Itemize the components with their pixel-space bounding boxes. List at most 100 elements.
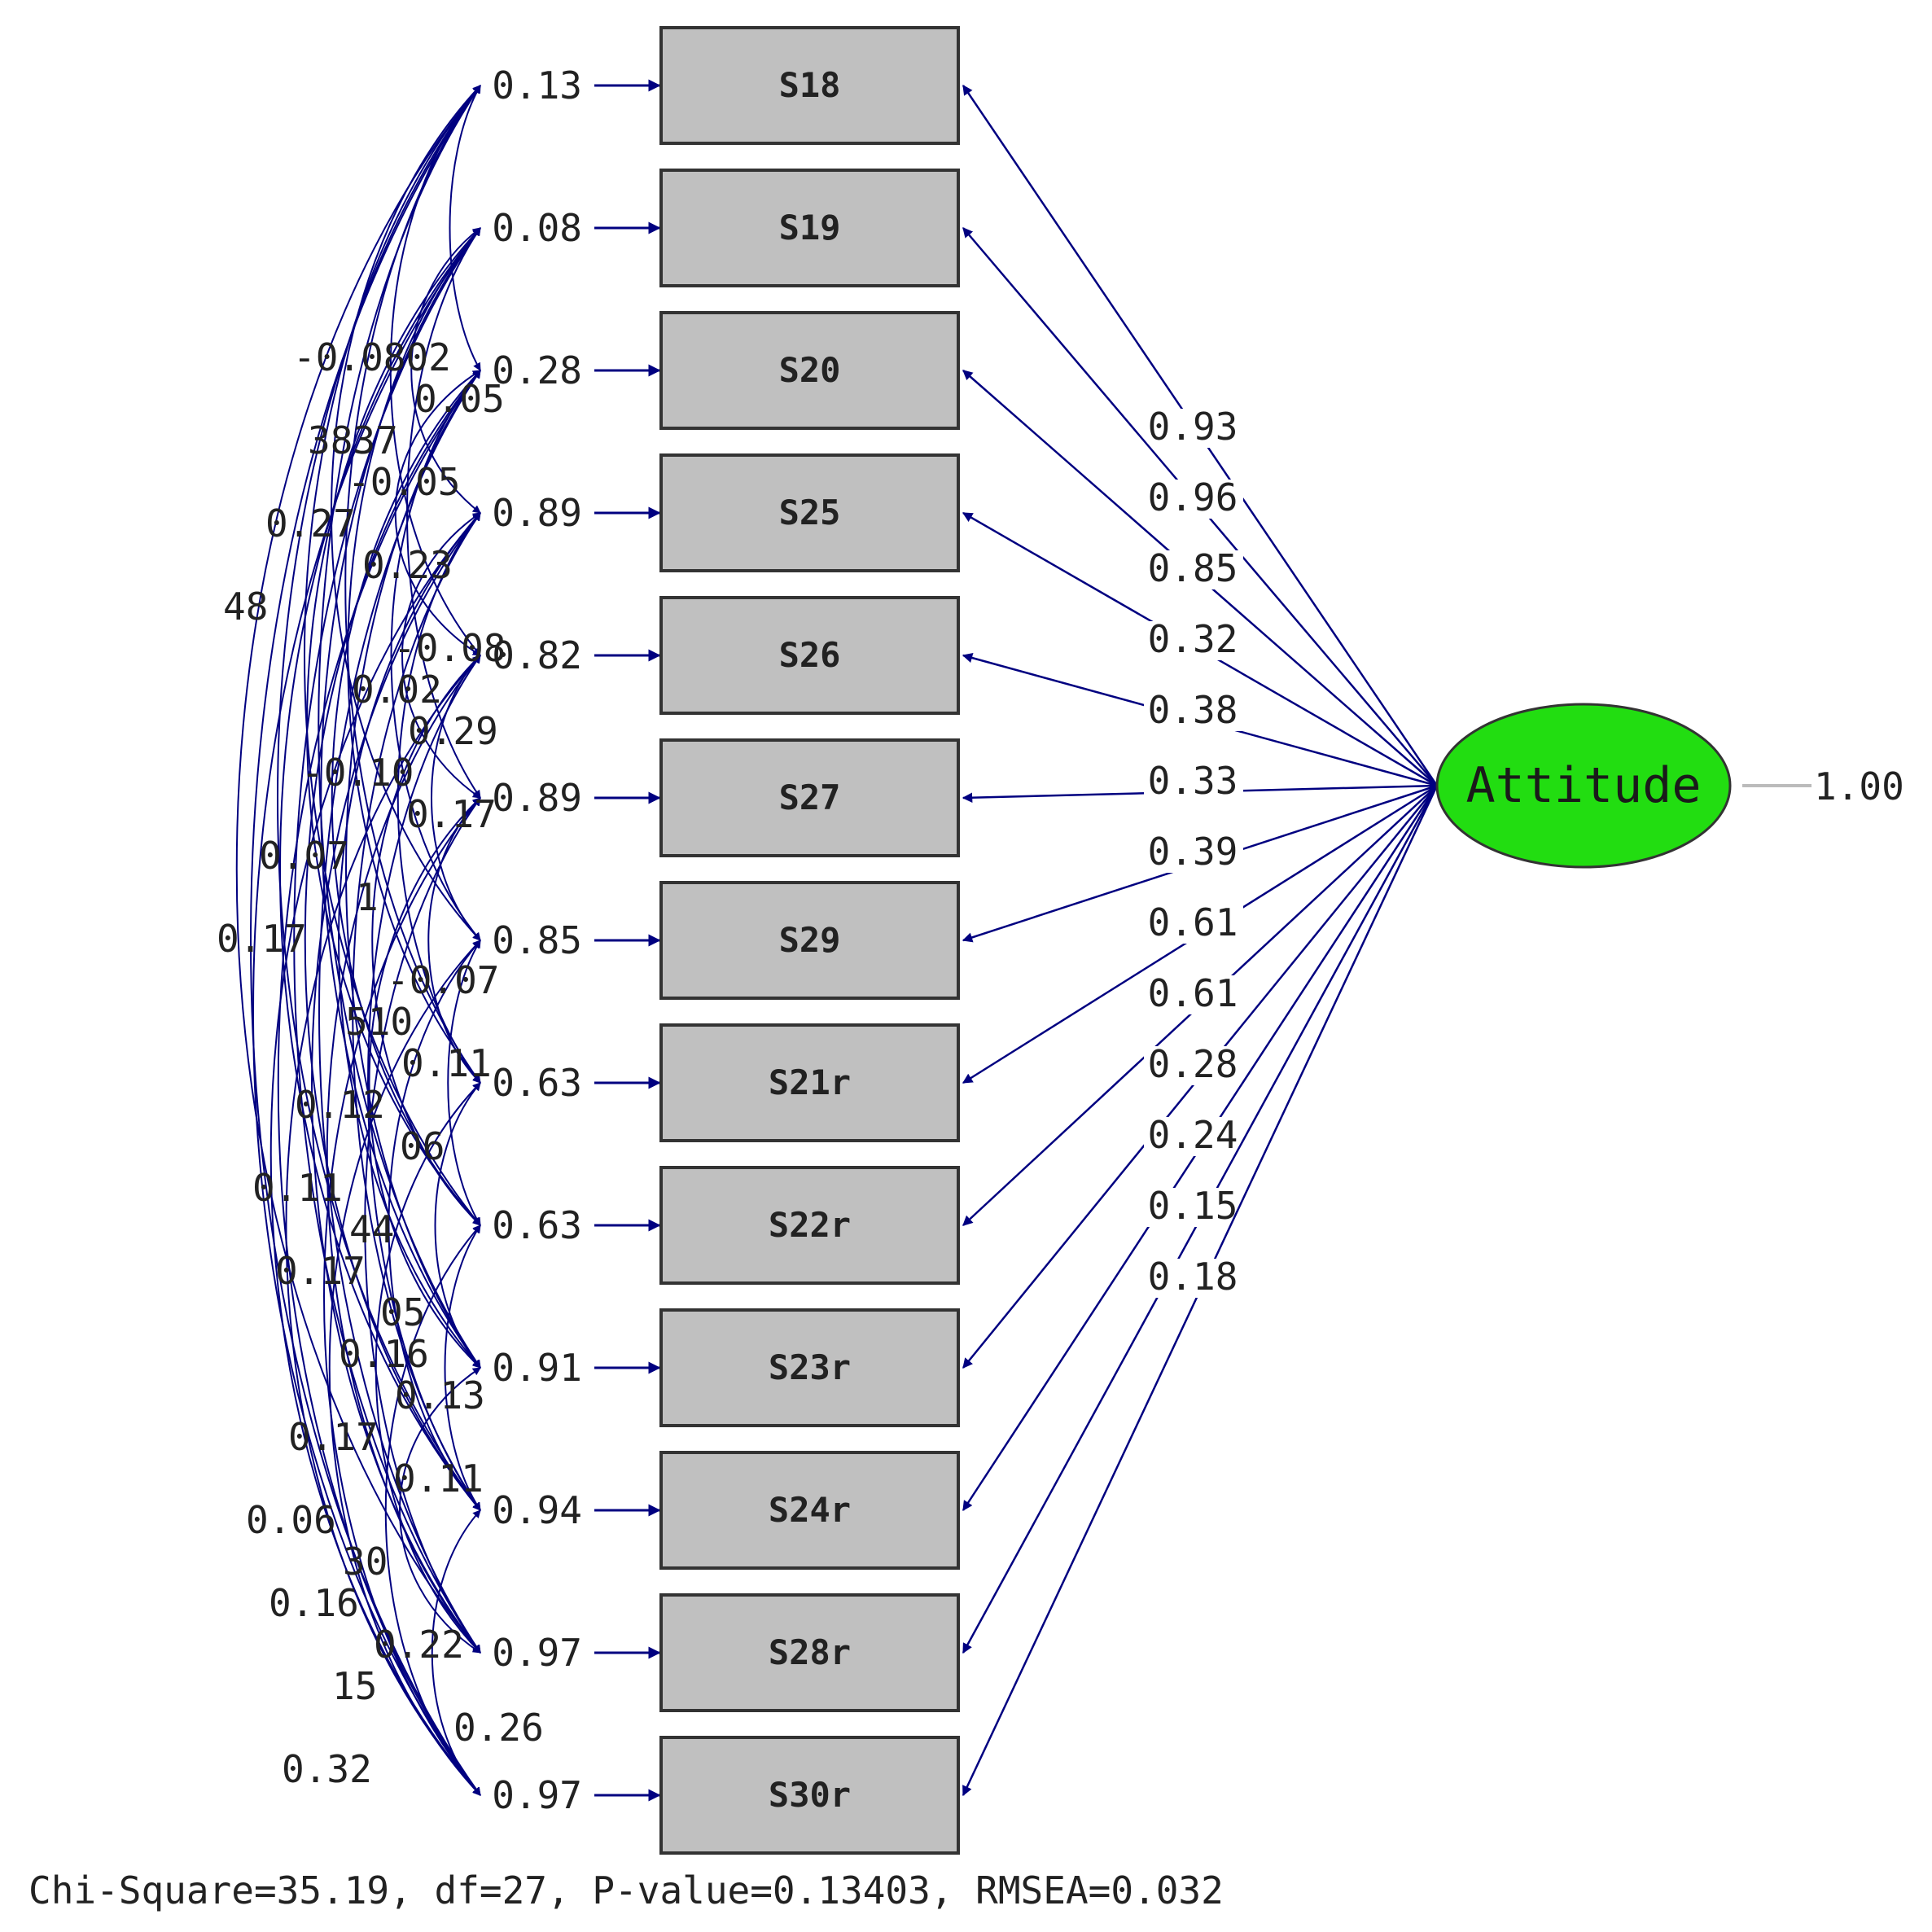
error-variance-value: 0.97 [492, 1773, 582, 1817]
loading-value: 0.33 [1148, 759, 1238, 803]
covariance-curve [364, 797, 481, 1654]
covariance-value: 0.12 [295, 1083, 385, 1127]
error-variance-value: 0.94 [492, 1488, 582, 1532]
covariance-curve [449, 85, 481, 371]
loading-value: 0.38 [1148, 688, 1238, 732]
observed-variable-box[interactable] [659, 169, 960, 287]
covariance-value: 0.22 [374, 1623, 464, 1667]
covariance-curve [375, 1082, 481, 1654]
covariance-value: 0.16 [339, 1332, 429, 1376]
covariance-curve [431, 655, 481, 941]
covariance-value: 0.32 [282, 1747, 372, 1791]
covariance-value: 0.11 [401, 1041, 492, 1085]
covariance-value: -0.10 [301, 751, 414, 795]
covariance-curve [399, 1367, 481, 1654]
fit-statistics: Chi-Square=35.19, df=27, P-value=0.13403… [28, 1868, 1224, 1912]
observed-variable-label: S22r [769, 1205, 851, 1245]
error-variance-value: 0.89 [492, 491, 582, 535]
covariance-curve [328, 940, 481, 1796]
covariance-curve [388, 940, 481, 1511]
observed-variable-box[interactable] [659, 1308, 960, 1427]
loading-label-backdrop [1144, 905, 1243, 944]
loading-label-backdrop [1144, 975, 1243, 1014]
loading-value: 0.39 [1148, 830, 1238, 874]
observed-variable-label: S19 [779, 208, 841, 248]
covariance-value: 1 [356, 875, 379, 919]
covariance-curve [368, 797, 481, 1369]
observed-variable-box[interactable] [659, 1736, 960, 1855]
covariance-curve [304, 370, 481, 1511]
covariance-value: -0.05 [348, 460, 460, 504]
error-terms: 0.130.080.280.890.820.890.850.630.630.91… [492, 64, 661, 1817]
observed-variable-label: S29 [779, 920, 841, 960]
covariance-value: 0.11 [252, 1166, 343, 1210]
covariance-value: 30 [343, 1540, 388, 1584]
covariance-curve [323, 797, 481, 1796]
observed-variable-label: S24r [769, 1490, 851, 1530]
covariance-curve [269, 512, 481, 1796]
covariance-value: 0.23 [362, 543, 453, 587]
loading-value: 0.85 [1148, 546, 1238, 590]
loading-label-backdrop [1144, 834, 1243, 873]
observed-variable-label: S21r [769, 1062, 851, 1102]
error-covariance-labels: -0.08020.053837-0.050.270.2348-0.080.020… [217, 335, 544, 1791]
observed-variable-box[interactable] [659, 881, 960, 1000]
covariance-value: 0.27 [265, 502, 356, 545]
observed-variables: S18S19S20S25S26S27S29S21rS22rS23rS24rS28… [659, 26, 960, 1855]
observed-variable-box[interactable] [659, 453, 960, 572]
loading-value: 0.61 [1148, 971, 1238, 1015]
observed-variable-box[interactable] [659, 311, 960, 430]
covariance-value: 0.06 [246, 1498, 336, 1542]
observed-variable-box[interactable] [659, 1451, 960, 1570]
observed-variable-label: S27 [779, 778, 841, 817]
observed-variable-box[interactable] [659, 738, 960, 857]
covariance-value: 0.26 [453, 1706, 544, 1750]
error-variance-value: 0.85 [492, 918, 582, 962]
covariance-value: 0.05 [414, 377, 505, 421]
loading-label-backdrop [1144, 763, 1243, 802]
error-variance-value: 0.28 [492, 348, 582, 392]
loading-label-backdrop [1144, 480, 1243, 519]
observed-variable-label: S18 [779, 65, 841, 105]
covariance-curve [285, 655, 481, 1796]
loading-label-backdrop [1144, 550, 1243, 589]
loading-value: 0.24 [1148, 1113, 1238, 1157]
covariance-curve [331, 370, 481, 1226]
covariance-curve [277, 85, 481, 1511]
error-variance-value: 0.08 [492, 206, 582, 250]
observed-variable-box[interactable] [659, 26, 960, 145]
covariance-value: 0.13 [395, 1373, 485, 1417]
error-variance-value: 0.13 [492, 64, 582, 107]
loading-value: 0.93 [1148, 405, 1238, 449]
loading-label-backdrop [1144, 1188, 1243, 1227]
covariance-value: 0.17 [288, 1415, 379, 1459]
observed-variable-box[interactable] [659, 1023, 960, 1142]
covariance-value: 05 [380, 1290, 425, 1334]
loading-label-backdrop [1144, 1259, 1243, 1298]
covariance-value: 48 [223, 585, 268, 629]
observed-variable-label: S26 [779, 635, 841, 675]
covariance-value: 0.29 [408, 709, 498, 753]
latent-variable-label: Attitude [1466, 757, 1702, 814]
observed-variable-box[interactable] [659, 1593, 960, 1712]
covariance-value: -0.08 [393, 626, 506, 670]
covariance-value: 0.17 [217, 917, 307, 961]
covariance-curve [431, 1509, 481, 1796]
covariance-curve [384, 1224, 481, 1796]
covariance-value: 0.17 [406, 792, 497, 836]
error-variance-value: 0.63 [492, 1061, 582, 1105]
loading-label-backdrop [1144, 692, 1243, 731]
covariance-value: 06 [400, 1124, 445, 1168]
error-variance-value: 0.82 [492, 633, 582, 677]
covariance-value: 15 [332, 1664, 377, 1708]
covariance-curve [279, 227, 481, 1511]
covariance-value: 3837 [308, 418, 398, 462]
covariance-curve [401, 512, 481, 799]
error-variance-value: 0.91 [492, 1346, 582, 1390]
error-variance-value: 0.89 [492, 776, 582, 820]
observed-variable-box[interactable] [659, 596, 960, 715]
covariance-value: 0.02 [352, 668, 442, 712]
loading-label-backdrop [1144, 621, 1243, 660]
observed-variable-box[interactable] [659, 1166, 960, 1285]
latent-variable-attitude[interactable] [1435, 703, 1732, 869]
